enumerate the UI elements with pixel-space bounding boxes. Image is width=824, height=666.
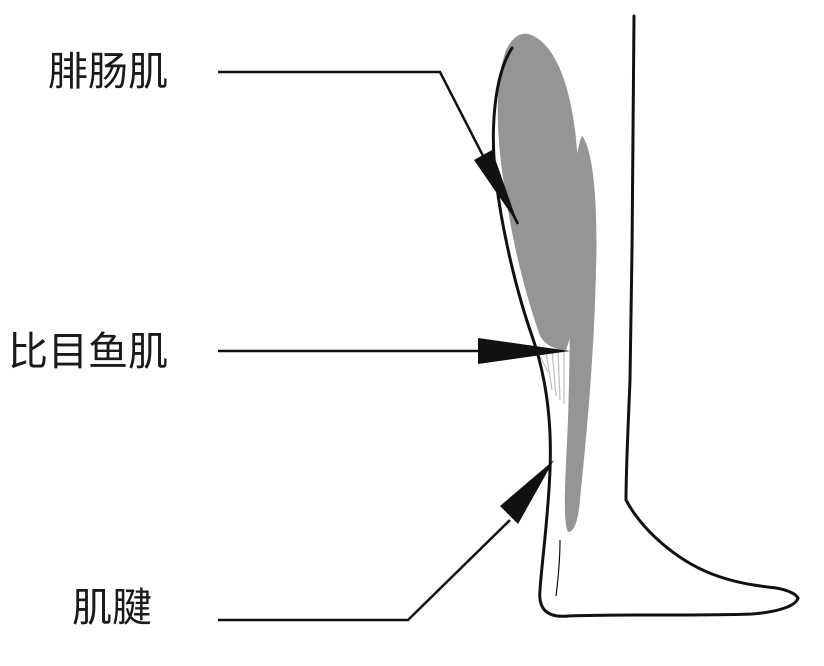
tendon-contour [555,539,561,597]
tendon-hatching [539,349,565,404]
soleus-label: 比目鱼肌 [8,329,168,375]
tendon-label: 肌腱 [72,585,152,631]
soleus-pointer [218,338,570,364]
gastrocnemius-pointer [218,70,520,225]
soleus-muscle [564,136,597,532]
leg-front-outline [624,14,800,600]
tendon-pointer [218,460,554,622]
gastrocnemius-muscle [497,33,580,350]
gastrocnemius-label: 腓肠肌 [48,49,168,95]
